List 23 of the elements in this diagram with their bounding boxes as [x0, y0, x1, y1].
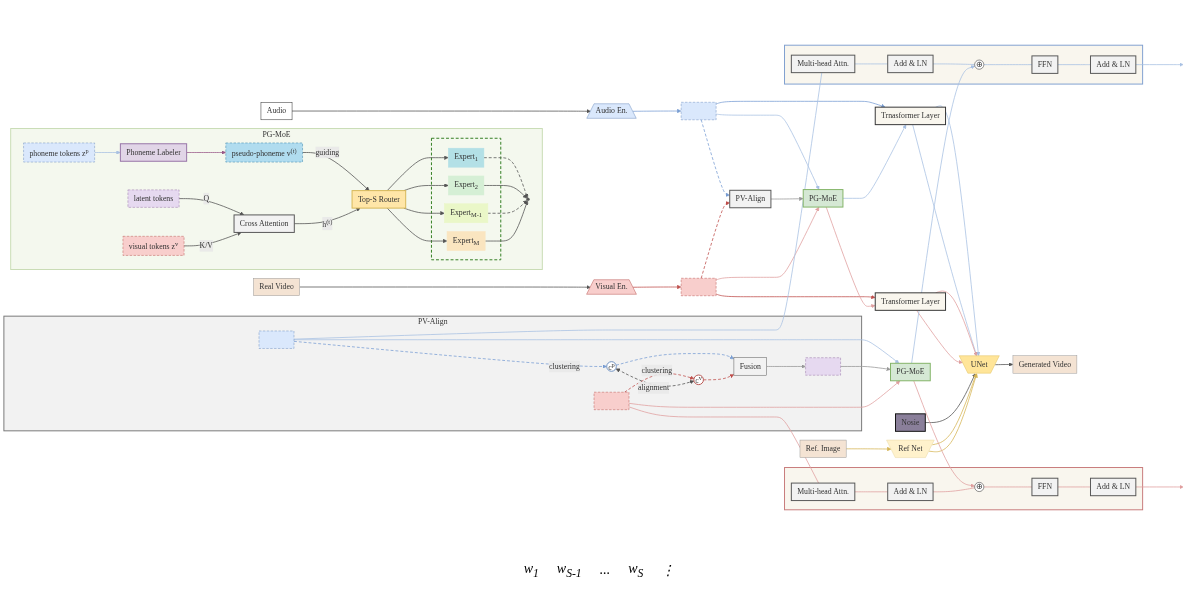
node-box: [593, 391, 630, 410]
chart-label: w$_{S}$: [628, 560, 644, 580]
connector: [854, 63, 889, 65]
cluster: [430, 137, 502, 261]
node-box: [680, 102, 717, 121]
chart-label: ...: [599, 562, 611, 578]
connector: [854, 491, 889, 493]
connector: [932, 63, 975, 65]
connector: [932, 487, 976, 493]
node-point: [526, 197, 530, 202]
connector: [983, 486, 1033, 488]
chart-label: ⋮: [661, 561, 676, 579]
node-box: [258, 330, 295, 349]
node-box: [680, 278, 717, 296]
connector: [628, 406, 819, 484]
node-box: [805, 357, 841, 376]
chart-label: w$_{S-1}$: [556, 560, 582, 580]
connector: [1057, 486, 1091, 488]
connector: [1057, 64, 1091, 66]
chart-label: w$_{1}$: [523, 560, 539, 580]
connector: [983, 64, 1033, 66]
cluster: [784, 467, 1144, 511]
cluster: [784, 44, 1144, 85]
